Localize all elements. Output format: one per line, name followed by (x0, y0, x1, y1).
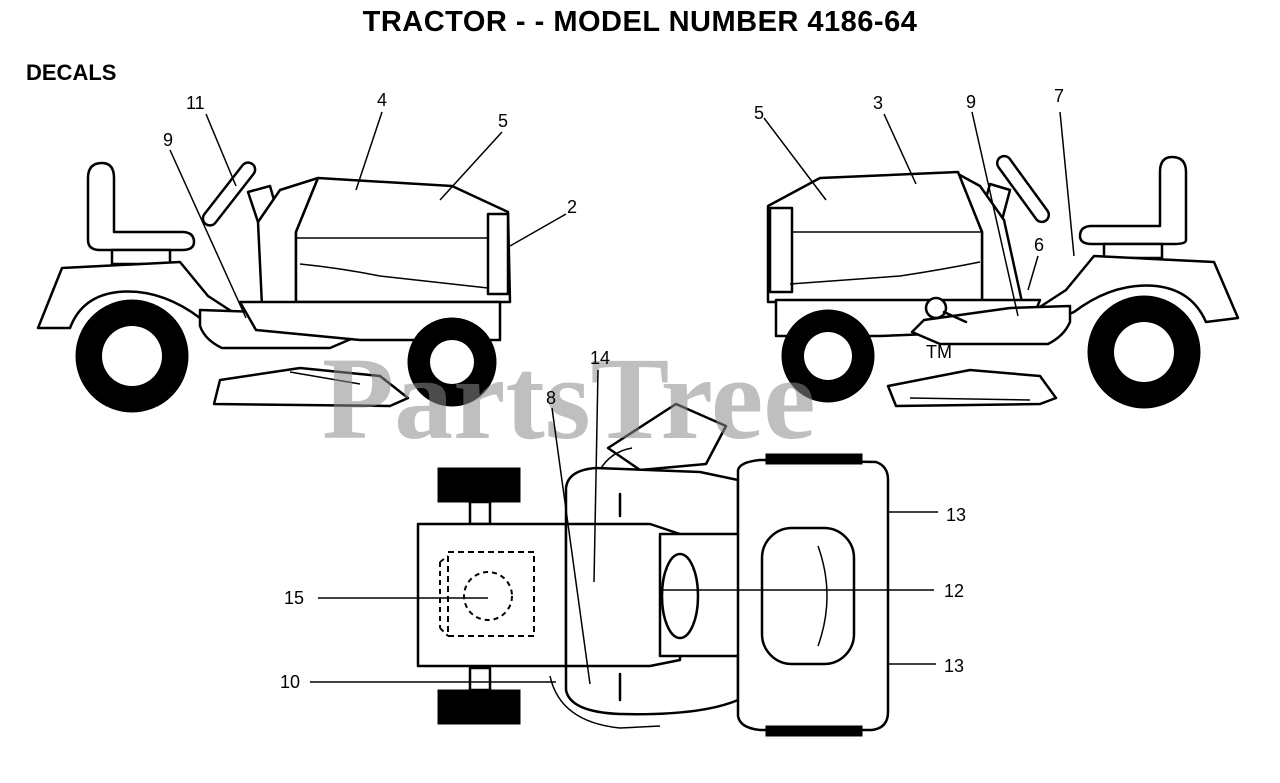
mower-deck-left (212, 366, 410, 408)
seat-right (1078, 155, 1188, 246)
callout-13-top-upper: 13 (946, 505, 966, 525)
decal-15-area (447, 551, 535, 637)
hood-right (766, 170, 984, 304)
callout-8-top: 8 (546, 388, 556, 408)
axle-top-lower (468, 666, 492, 692)
grille-decal-2-left (486, 212, 510, 296)
rear-tire-top-upper (437, 467, 521, 503)
footboard-right (910, 304, 1072, 346)
rear-tire-top-lower (437, 689, 521, 725)
leader-lines (169, 111, 1075, 685)
callout-10-top: 10 (280, 672, 300, 692)
trademark-mark: TM (926, 342, 952, 362)
hood-panel-top (760, 526, 856, 666)
callout-12-top: 12 (944, 581, 964, 601)
front-tire-top-lower (765, 725, 863, 737)
section-label: DECALS (26, 60, 117, 85)
steering-wheel-left (201, 161, 257, 227)
front-tire-top-upper (765, 453, 863, 465)
watermark-text: PartsTree (322, 333, 816, 464)
callout-13-top-lower: 13 (944, 656, 964, 676)
callout-6-right: 6 (1034, 235, 1044, 255)
callout-14-top: 14 (590, 348, 610, 368)
steering-wheel-top (660, 552, 700, 640)
callout-15-top: 15 (284, 588, 304, 608)
callout-5-left: 5 (498, 111, 508, 131)
callout-7-right: 7 (1054, 86, 1064, 106)
diagram-title: TRACTOR - - MODEL NUMBER 4186-64 (362, 6, 918, 38)
callout-9-left: 9 (163, 130, 173, 150)
mower-deck-right (886, 368, 1058, 408)
grille-right (768, 206, 794, 294)
tractor-right-side-view (766, 154, 1240, 409)
callout-3-right: 3 (873, 93, 883, 113)
seat-top-view (606, 402, 728, 472)
axle-top-upper (468, 500, 492, 526)
callout-5-right: 5 (754, 103, 764, 123)
tractor-left-side-view (36, 161, 512, 413)
callout-2-left: 2 (567, 197, 577, 217)
callout-numbers: 11 4 5 9 2 5 3 9 7 6 8 14 15 10 13 12 13 (163, 86, 1064, 692)
callout-11-left: 11 (186, 93, 205, 113)
lift-lever-knob (924, 296, 948, 320)
callout-9-right: 9 (966, 92, 976, 112)
hood-left (294, 176, 512, 304)
steering-wheel-right (995, 154, 1051, 224)
callout-4-left: 4 (377, 90, 387, 110)
seat-left (86, 161, 196, 252)
